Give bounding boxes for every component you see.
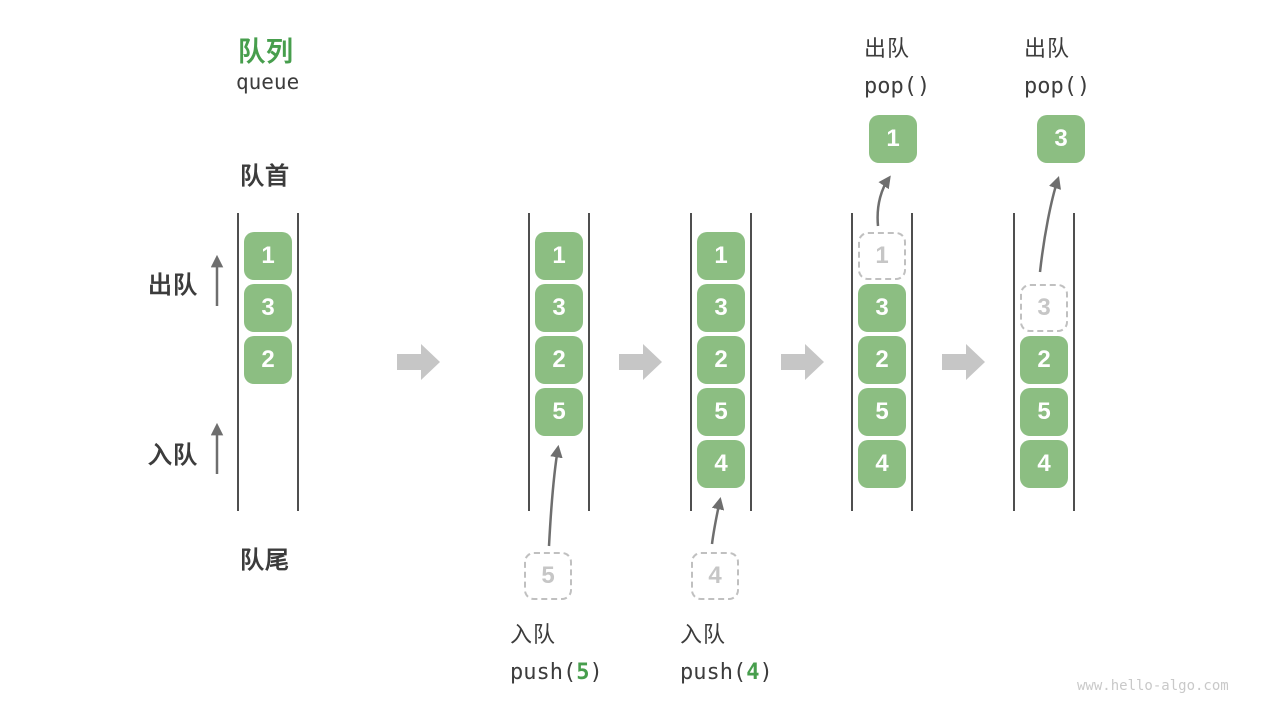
queue-item: 3: [858, 284, 906, 332]
code-arg: 5: [576, 660, 590, 685]
operation-name: 出队: [1024, 36, 1071, 61]
watermark: www.hello-algo.com: [1077, 678, 1229, 694]
code-close: ): [759, 660, 773, 685]
queue-item: 2: [697, 336, 745, 384]
popped-item: 1: [869, 115, 917, 163]
operation-code: pop(): [1024, 74, 1091, 99]
next-stage-arrow-icon: [397, 344, 440, 380]
queue-item: 1: [535, 232, 583, 280]
queue-item: 5: [697, 388, 745, 436]
queue-item: 4: [858, 440, 906, 488]
removed-item-slot: 3: [1020, 284, 1068, 332]
queue-container-1: [237, 213, 299, 511]
queue-item: 2: [858, 336, 906, 384]
queue-front-label: 队首: [240, 163, 290, 190]
queue-container-4: [851, 213, 913, 511]
queue-item: 4: [697, 440, 745, 488]
queue-item: 2: [535, 336, 583, 384]
queue-item: 2: [244, 336, 292, 384]
operation-code: push(4): [680, 654, 773, 692]
pending-item: 5: [524, 552, 572, 600]
enqueue-side-label: 入队: [148, 442, 198, 469]
dequeue-operation-label: 出队 pop(): [864, 30, 930, 106]
queue-item: 3: [535, 284, 583, 332]
code-fn: push(: [510, 660, 577, 685]
code-fn: push(: [680, 660, 747, 685]
queue-container-5: [1013, 213, 1075, 511]
queue-item: 2: [1020, 336, 1068, 384]
enqueue-operation-label: 入队 push(5): [510, 616, 603, 692]
dequeue-side-label: 出队: [148, 272, 198, 299]
next-stage-arrow-icon: [619, 344, 662, 380]
queue-item: 1: [244, 232, 292, 280]
queue-item: 5: [535, 388, 583, 436]
queue-item: 1: [697, 232, 745, 280]
queue-item: 4: [1020, 440, 1068, 488]
queue-container-3: [690, 213, 752, 511]
operation-code: push(5): [510, 654, 603, 692]
pending-item: 4: [691, 552, 739, 600]
enqueue-operation-label: 入队 push(4): [680, 616, 773, 692]
queue-item: 3: [244, 284, 292, 332]
operation-name: 出队: [864, 36, 911, 61]
operation-name: 入队: [510, 622, 557, 647]
code-arg: 4: [746, 660, 760, 685]
next-stage-arrow-icon: [942, 344, 985, 380]
diagram-title-cn: 队列: [238, 37, 294, 67]
queue-item: 5: [858, 388, 906, 436]
operation-code: pop(): [864, 74, 931, 99]
operation-name: 入队: [680, 622, 727, 647]
queue-item: 3: [697, 284, 745, 332]
next-stage-arrow-icon: [781, 344, 824, 380]
queue-rear-label: 队尾: [240, 547, 290, 574]
popped-item: 3: [1037, 115, 1085, 163]
queue-container-2: [528, 213, 590, 511]
removed-item-slot: 1: [858, 232, 906, 280]
dequeue-operation-label: 出队 pop(): [1024, 30, 1090, 106]
diagram-title-en: queue: [236, 70, 300, 94]
queue-item: 5: [1020, 388, 1068, 436]
code-close: ): [589, 660, 603, 685]
